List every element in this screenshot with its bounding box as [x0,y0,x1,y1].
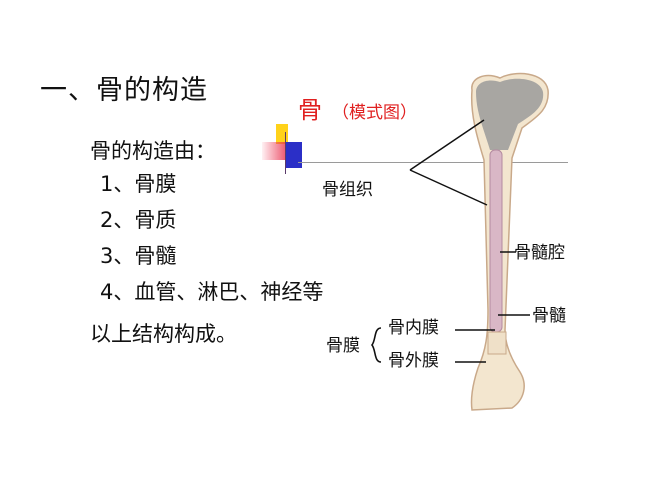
label-periosteum: 骨膜 [326,336,360,356]
label-endosteum: 骨内膜 [388,318,439,338]
leader-line [409,169,488,206]
diagram-subtitle: （模式图） [332,103,417,123]
slide-heading: 一、骨的构造 [40,75,208,106]
red-square [262,142,292,160]
label-marrow: 骨髓 [532,306,566,326]
label-outer-periosteum: 骨外膜 [388,351,439,371]
list-item: 3、骨髓 [100,244,177,268]
list-item: 2、骨质 [100,208,177,232]
periosteum-brace [370,327,382,363]
label-marrow-cavity: 骨髓腔 [514,243,565,263]
diagram-title: 骨 [298,96,322,124]
label-bone-tissue: 骨组织 [322,180,373,200]
divider-vertical [285,132,286,174]
marrow-cavity [489,149,503,333]
bone-lower-collar [487,331,507,355]
list-item: 4、血管、淋巴、神经等 [100,280,324,304]
list-item: 1、骨膜 [100,172,177,196]
intro-text: 骨的构造由： [90,139,216,163]
spongy-bone-head [476,78,544,150]
divider-horizontal [298,162,568,163]
blue-square [286,142,302,168]
leader-line [409,119,485,171]
structure-list: 1、骨膜 2、骨质 3、骨髓 4、血管、淋巴、神经等 [100,170,323,314]
conclusion-text: 以上结构构成。 [90,322,237,346]
